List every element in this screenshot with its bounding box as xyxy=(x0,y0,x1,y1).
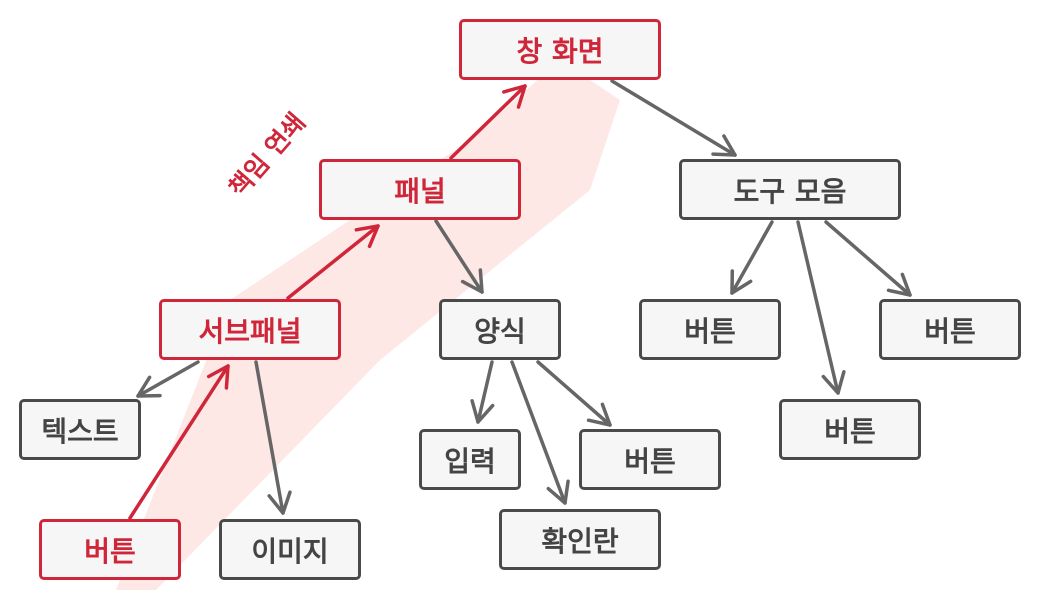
checkbox-node: 확인란 xyxy=(499,509,661,570)
form-node: 양식 xyxy=(439,299,561,360)
edge-form-to-checkbox xyxy=(510,360,570,505)
arrowhead xyxy=(136,375,162,398)
edge-form-to-form-button xyxy=(536,360,612,427)
toolbar-button-node-2: 버튼 xyxy=(779,399,921,460)
arrowhead xyxy=(821,370,846,395)
edge-panel-to-window xyxy=(449,84,527,160)
text-node: 텍스트 xyxy=(19,399,141,460)
edge-subpanel-to-panel xyxy=(286,224,380,300)
arrowhead xyxy=(711,134,737,157)
toolbar-node: 도구 모음 xyxy=(679,159,901,220)
edge-form-to-input xyxy=(470,360,495,424)
edge-window-to-toolbar xyxy=(610,79,737,157)
edge-source-button-to-subpanel xyxy=(128,364,230,520)
edge-panel-to-form xyxy=(434,219,484,294)
arrowhead xyxy=(886,272,912,297)
edge-subpanel-to-text xyxy=(136,360,200,398)
source-button-node: 버튼 xyxy=(39,519,181,580)
arrowhead xyxy=(586,402,612,427)
edge-toolbar-to-button-1 xyxy=(730,220,774,295)
input-node: 입력 xyxy=(419,429,521,490)
arrowhead xyxy=(502,84,527,109)
edge-subpanel-to-image xyxy=(254,360,292,515)
image-node: 이미지 xyxy=(219,519,361,580)
panel-node: 패널 xyxy=(319,159,521,220)
toolbar-button-node-3: 버튼 xyxy=(879,299,1021,360)
window-node: 창 화면 xyxy=(459,19,661,80)
arrowhead xyxy=(267,490,292,515)
form-button-node: 버튼 xyxy=(579,429,721,490)
edge-toolbar-to-button-3 xyxy=(824,220,912,297)
arrowhead xyxy=(730,269,753,295)
toolbar-button-node-1: 버튼 xyxy=(639,299,781,360)
arrowhead xyxy=(460,268,484,294)
edge-toolbar-to-button-2 xyxy=(796,220,846,395)
arrowhead xyxy=(354,224,380,249)
arrowhead xyxy=(546,479,570,505)
subpanel-node: 서브패널 xyxy=(159,299,341,360)
arrowhead xyxy=(470,399,495,424)
arrowhead xyxy=(206,364,230,390)
